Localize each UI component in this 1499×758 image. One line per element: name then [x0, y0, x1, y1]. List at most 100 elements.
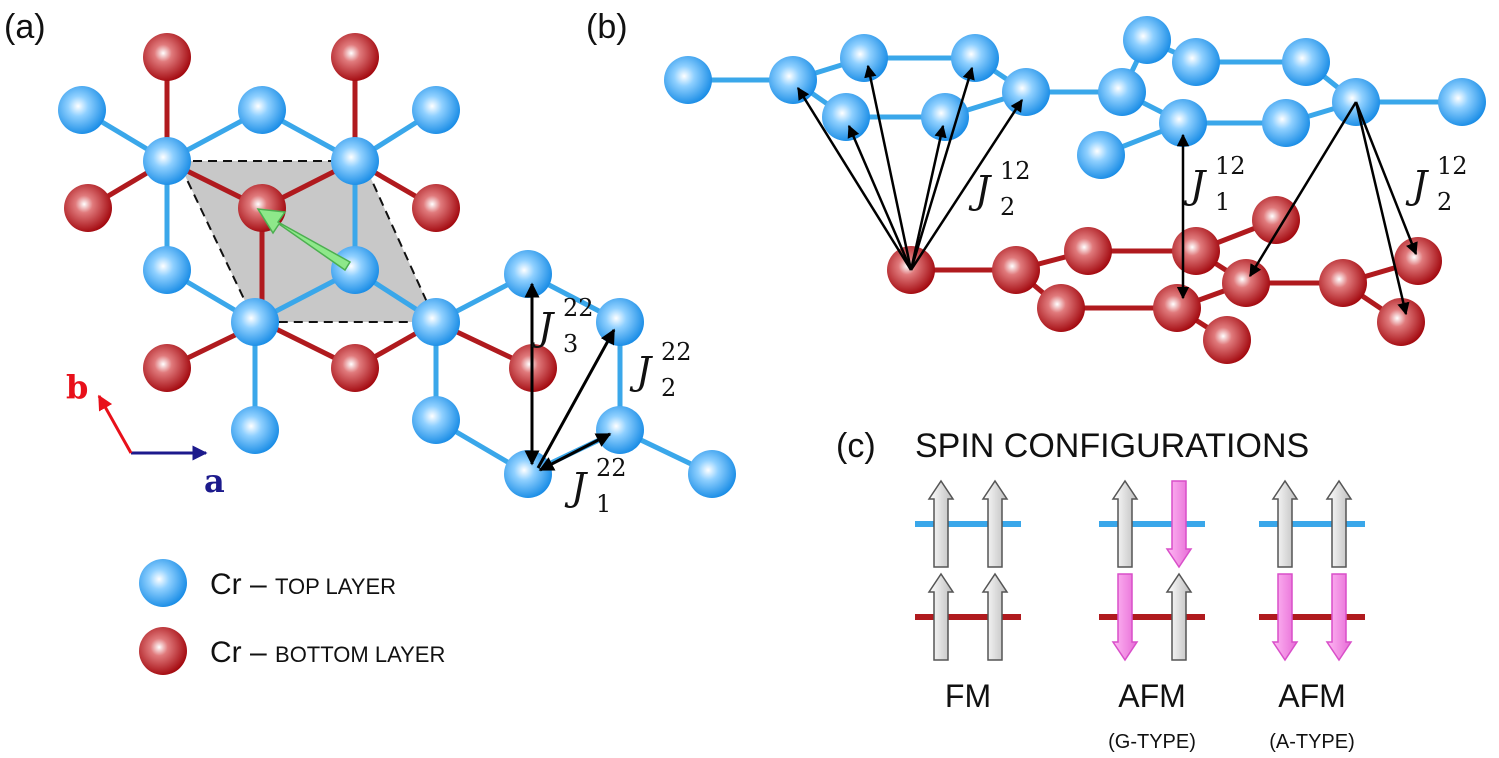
cr-top-atom [1123, 16, 1171, 64]
svg-text:J: J [1183, 163, 1207, 207]
cr-bottom-atom [1172, 227, 1220, 275]
j1-22-label: J 22 1 [564, 454, 627, 518]
spin-up-arrow [1111, 479, 1139, 568]
cr-top-atom [1002, 68, 1050, 116]
spin-configurations: FM AFM (G-TYPE) AFM (A-TYPE) [915, 479, 1365, 753]
cr-bottom-atom [1153, 284, 1201, 332]
spin-config-2: AFM (G-TYPE) [1099, 479, 1205, 753]
spin-up-arrow [1165, 572, 1193, 661]
svg-text:2: 2 [1437, 188, 1452, 216]
svg-text:12: 12 [1437, 152, 1468, 180]
svg-text:J: J [564, 465, 588, 509]
legend-bottom-text: Cr – BOTTOM LAYER [210, 636, 445, 669]
top-layer-atoms-b [664, 16, 1486, 179]
cr-top-atom [951, 34, 999, 82]
cr-top-atom [231, 406, 279, 454]
j2-12-right-label: J 12 2 [1405, 152, 1468, 216]
cr-bottom-atom [143, 33, 191, 81]
cr-top-atom [921, 93, 969, 141]
cr-bottom-atom [1319, 259, 1367, 307]
spin-config-1: FM [915, 479, 1021, 714]
j2-22-label: J 22 2 [629, 338, 692, 402]
cr-top-atom [1172, 38, 1220, 86]
cr-bottom-atom [143, 344, 191, 392]
cr-top-atom [840, 34, 888, 82]
cr-top-atom [1098, 68, 1146, 116]
spin-config-label: AFM [1278, 678, 1346, 714]
cr-top-atom [1282, 38, 1330, 86]
cr-top-atom [1262, 99, 1310, 147]
cr-top-atom [769, 56, 817, 104]
cr-bottom-atom [1394, 237, 1442, 285]
svg-text:2: 2 [1000, 193, 1015, 221]
svg-text:J: J [1405, 163, 1429, 207]
cr-top-atom [412, 298, 460, 346]
spin-config-sublabel: (G-TYPE) [1108, 731, 1196, 753]
svg-text:1: 1 [596, 490, 611, 518]
spin-up-arrow [1271, 479, 1299, 568]
cr-top-atom [331, 137, 379, 185]
svg-text:J: J [629, 349, 653, 393]
cr-top-atom [331, 246, 379, 294]
panel-a-label: (a) [4, 8, 46, 46]
cr-top-atom [822, 93, 870, 141]
cr-top-atom [1438, 78, 1486, 126]
svg-text:12: 12 [1215, 152, 1246, 180]
j1-12-label: J 12 1 [1183, 152, 1246, 216]
cr-top-atom [231, 298, 279, 346]
cr-bottom-atom [1037, 284, 1085, 332]
cr-bottom-atom [1252, 196, 1300, 244]
cr-top-atom [1077, 131, 1125, 179]
cr-top-atom [596, 298, 644, 346]
legend: Cr – TOP LAYER Cr – BOTTOM LAYER [139, 559, 445, 675]
svg-text:22: 22 [661, 338, 692, 366]
spin-config-3: AFM (A-TYPE) [1259, 479, 1365, 753]
panel-b-lattice: J 12 2 J 12 1 J 12 2 [664, 16, 1486, 364]
svg-text:3: 3 [563, 330, 578, 358]
cr-top-atom [238, 86, 286, 134]
cr-top-atom [688, 450, 736, 498]
spin-up-arrow [927, 479, 955, 568]
cr-bottom-atom [1203, 316, 1251, 364]
cr-bottom-atom [1064, 227, 1112, 275]
svg-text:J: J [968, 168, 992, 212]
cr-top-atom [143, 246, 191, 294]
spin-up-arrow [981, 572, 1009, 661]
spin-up-arrow [927, 572, 955, 661]
svg-text:2: 2 [661, 374, 676, 402]
cr-bottom-atom [331, 33, 379, 81]
spin-config-label: FM [945, 678, 991, 714]
j22-arrows [524, 282, 616, 472]
lattice-axes: a b [66, 368, 225, 500]
bottom-layer-atoms-b [887, 196, 1442, 364]
cr-bottom-atom [1222, 259, 1270, 307]
spin-down-arrow [1325, 573, 1353, 662]
cr-top-atom [412, 396, 460, 444]
cr-bottom-atom [412, 184, 460, 232]
spin-config-sublabel: (A-TYPE) [1269, 731, 1355, 753]
spin-up-arrow [1325, 479, 1353, 568]
spin-config-label: AFM [1118, 678, 1186, 714]
svg-text:J: J [531, 305, 555, 349]
spin-down-arrow [1271, 573, 1299, 662]
cr-top-atom [596, 406, 644, 454]
j12-arrows [796, 64, 1418, 316]
green-arrow [256, 208, 352, 272]
spin-down-arrow [1111, 573, 1139, 662]
legend-top-atom [139, 559, 187, 607]
cr-bottom-atom [331, 344, 379, 392]
cr-top-atom [58, 86, 106, 134]
axis-b-label: b [66, 368, 88, 406]
cr-top-atom [1159, 99, 1207, 147]
panel-a-lattice: J 22 3 J 22 2 J 22 1 a b [58, 33, 736, 518]
svg-text:22: 22 [596, 454, 627, 482]
axis-a-label: a [204, 462, 225, 500]
cr-top-atom [412, 86, 460, 134]
legend-bottom-atom [139, 627, 187, 675]
cr-bottom-atom [992, 246, 1040, 294]
cr-bottom-atom [1377, 298, 1425, 346]
svg-text:1: 1 [1215, 188, 1230, 216]
svg-text:12: 12 [1000, 157, 1031, 185]
cr-bottom-atom [64, 184, 112, 232]
